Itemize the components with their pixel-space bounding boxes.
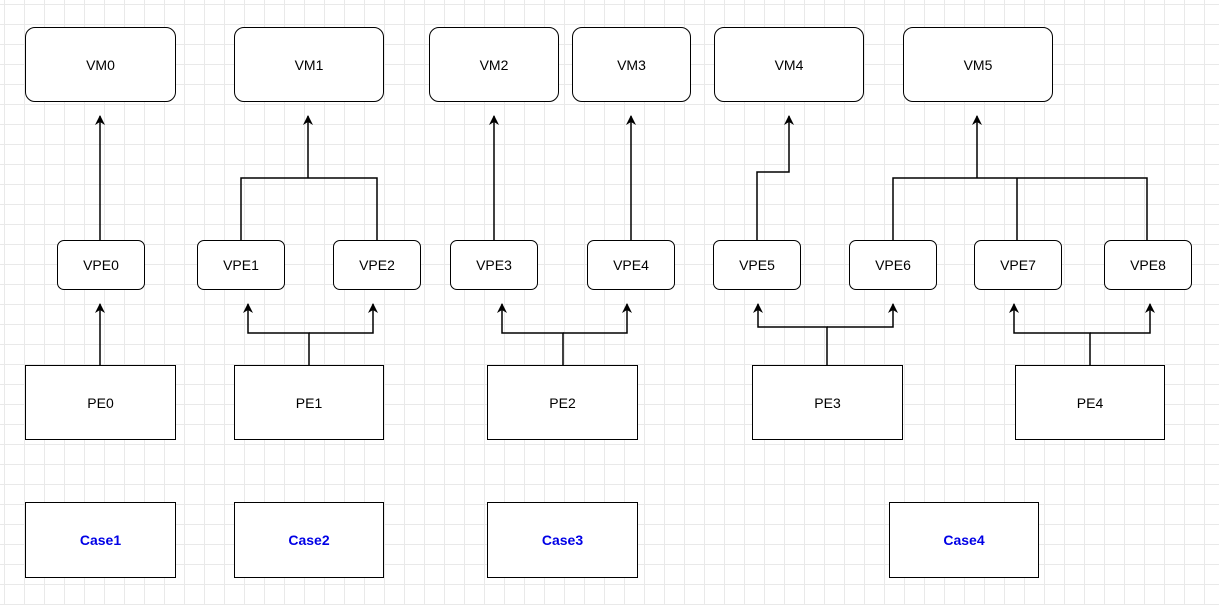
- vpe6-node[interactable]: VPE6: [849, 240, 937, 290]
- vm3-node[interactable]: VM3: [572, 27, 691, 102]
- vpe3-node[interactable]: VPE3: [450, 240, 538, 290]
- edge-vpe6-8-vm5: [892, 116, 1148, 240]
- pe2-node[interactable]: PE2: [487, 365, 638, 440]
- vm4-node[interactable]: VM4: [714, 27, 864, 102]
- pe4-node[interactable]: PE4: [1015, 365, 1165, 440]
- edge-pe3-vpe5: [753, 303, 828, 365]
- vm2-node[interactable]: VM2: [429, 27, 559, 102]
- case4-label: Case4: [889, 502, 1039, 578]
- edge-pe3-vpe6: [827, 303, 898, 328]
- edge-pe1-vpe1: [243, 303, 310, 365]
- vpe7-node[interactable]: VPE7: [974, 240, 1062, 290]
- pe0-node[interactable]: PE0: [25, 365, 176, 440]
- vpe8-node[interactable]: VPE8: [1104, 240, 1192, 290]
- edge-vpe5-vm4: [756, 115, 794, 240]
- case3-label: Case3: [487, 502, 638, 578]
- edge-pe4-vpe8: [1090, 303, 1155, 334]
- case1-label: Case1: [25, 502, 176, 578]
- vpe0-node[interactable]: VPE0: [57, 240, 145, 290]
- vpe1-node[interactable]: VPE1: [197, 240, 285, 290]
- case2-label: Case2: [234, 502, 384, 578]
- vm1-node[interactable]: VM1: [234, 27, 384, 102]
- vm0-node[interactable]: VM0: [25, 27, 176, 102]
- vm5-node[interactable]: VM5: [903, 27, 1053, 102]
- edge-pe2-vpe4: [563, 303, 632, 334]
- edge-vpe1-vpe2-vm1: [240, 116, 378, 240]
- edge-pe4-vpe7: [1009, 303, 1091, 365]
- vpe2-node[interactable]: VPE2: [333, 240, 421, 290]
- vpe4-node[interactable]: VPE4: [587, 240, 675, 290]
- vpe5-node[interactable]: VPE5: [713, 240, 801, 290]
- edge-pe1-vpe2: [309, 303, 378, 334]
- pe3-node[interactable]: PE3: [752, 365, 903, 440]
- pe1-node[interactable]: PE1: [234, 365, 384, 440]
- edge-pe2-vpe3: [497, 303, 564, 365]
